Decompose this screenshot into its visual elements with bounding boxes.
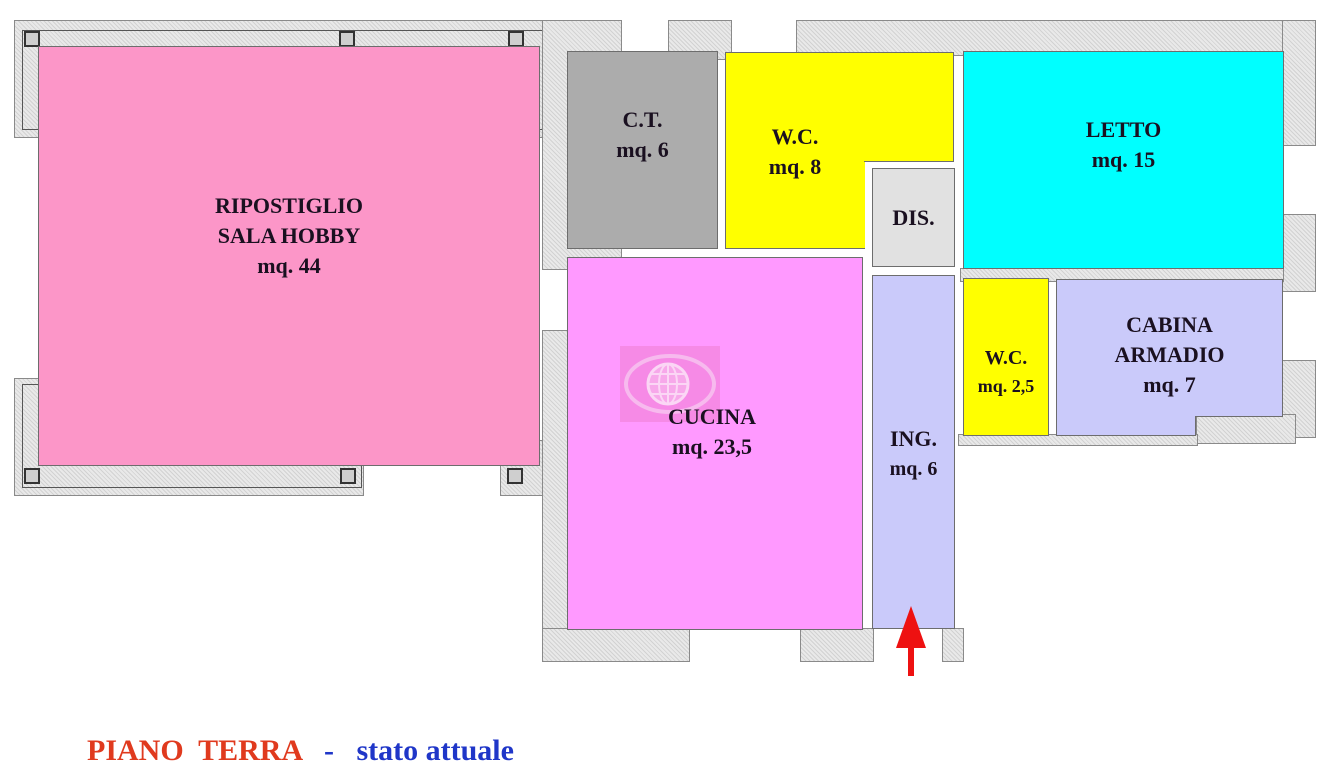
wall-right-top: [796, 20, 1316, 56]
room-area: mq. 2,5: [977, 376, 1035, 396]
title-separator: -: [323, 734, 334, 767]
room-wc-8-label: W.C. mq. 8: [725, 122, 865, 182]
room-cabina-armadio: CABINA ARMADIO mq. 7: [1056, 279, 1283, 417]
globe-icon: [620, 346, 720, 422]
wall-bottom-mid: [800, 628, 874, 662]
floor-label: PIANO TERRA: [87, 734, 302, 767]
room-area: mq. 7: [1143, 372, 1196, 397]
pillar: [24, 31, 40, 47]
room-name: CUCINA: [668, 404, 756, 429]
room-area: mq. 6: [616, 137, 669, 162]
pillar: [508, 31, 524, 47]
pillar: [340, 468, 356, 484]
status-label: stato attuale: [356, 734, 514, 767]
room-area: mq. 6: [889, 458, 938, 480]
room-letto: LETTO mq. 15: [963, 51, 1284, 269]
room-name: SALA HOBBY: [217, 223, 361, 248]
room-name: LETTO: [1085, 117, 1162, 142]
room-ct: C.T. mq. 6: [567, 51, 718, 249]
room-ripostiglio-sala-hobby: RIPOSTIGLIO SALA HOBBY mq. 44: [38, 46, 540, 466]
wall-right-mid: [1282, 214, 1316, 292]
room-area: mq. 8: [768, 154, 822, 179]
room-name: CABINA: [1126, 312, 1213, 337]
arrow-up-icon: [895, 606, 927, 683]
pillar: [24, 468, 40, 484]
room-cucina: [567, 257, 863, 630]
room-name: C.T.: [622, 107, 663, 132]
room-area: mq. 15: [1091, 147, 1156, 172]
room-name: DIS.: [892, 204, 935, 230]
wall-right-side: [1282, 20, 1316, 146]
room-name: ING.: [889, 426, 938, 451]
room-ingresso: ING. mq. 6: [872, 275, 955, 629]
room-dis: DIS.: [872, 168, 955, 267]
room-area: mq. 23,5: [671, 434, 753, 459]
room-name: ARMADIO: [1114, 342, 1225, 367]
wall-right-bottom: [1196, 414, 1296, 444]
room-name: RIPOSTIGLIO: [215, 193, 363, 218]
wall-bottom-right: [942, 628, 964, 662]
room-wc-8-extension: [864, 52, 954, 162]
room-wc-2-5: W.C. mq. 2,5: [963, 278, 1049, 436]
room-wc-8: [725, 52, 865, 249]
wall-right-low: [1282, 360, 1316, 438]
plan-title: PIANO TERRA - stato attuale: [72, 700, 514, 768]
pillar: [339, 31, 355, 47]
room-cucina-label: CUCINA mq. 23,5: [620, 402, 804, 462]
room-area: mq. 44: [257, 253, 321, 278]
wall-inner-lower: [958, 434, 1198, 446]
wall-cucina-bottom: [542, 628, 690, 662]
room-cabina-armadio-notch: [1056, 416, 1196, 436]
room-name: W.C.: [771, 124, 819, 149]
room-name: W.C.: [984, 347, 1028, 369]
pillar: [507, 468, 523, 484]
